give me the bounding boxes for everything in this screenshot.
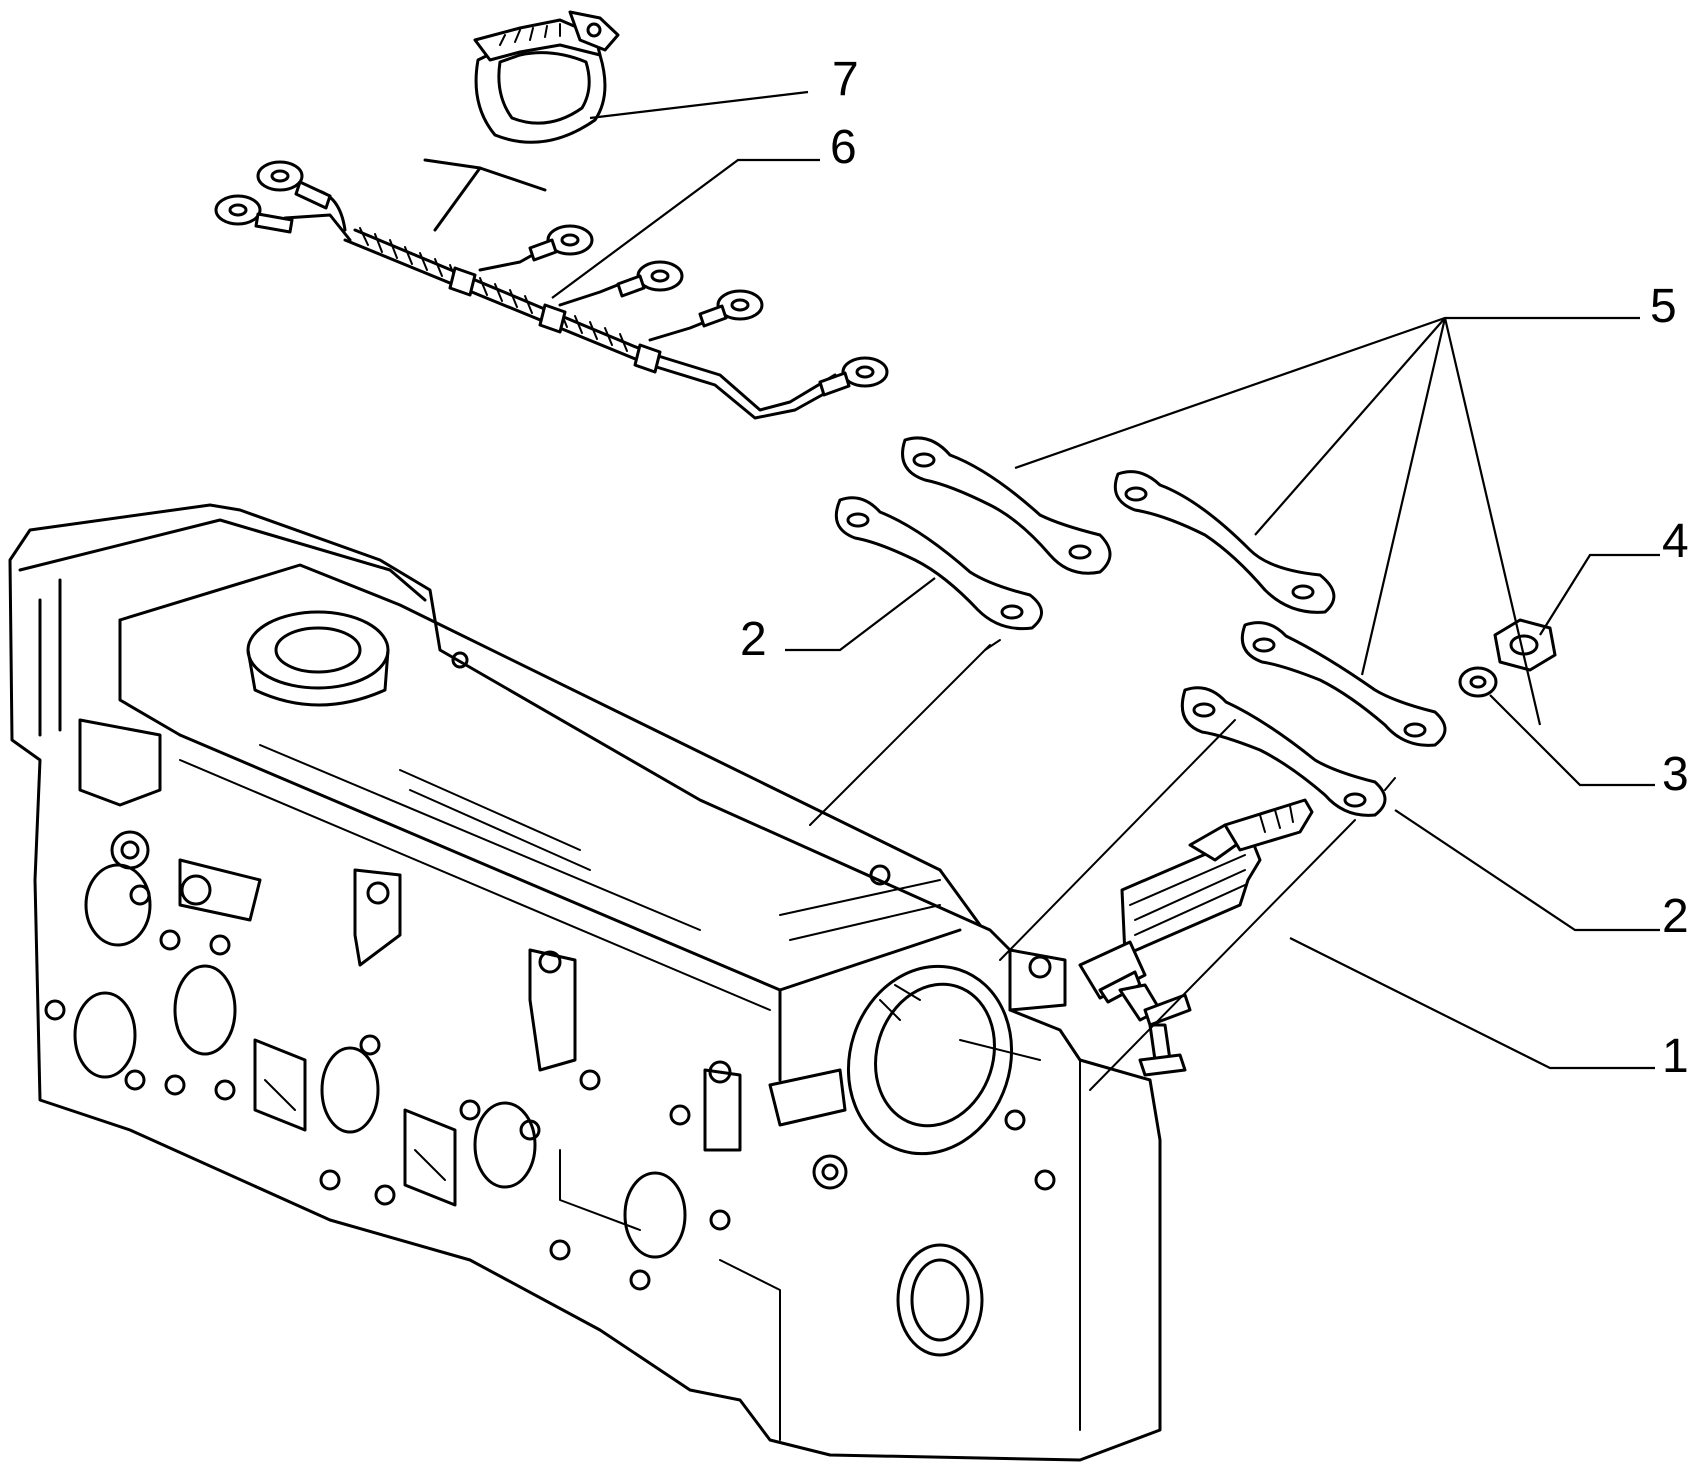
wiring-harness	[214, 158, 889, 420]
callout-4: 4	[1662, 515, 1689, 568]
bus-bar-lower	[1180, 686, 1387, 817]
bus-bars	[834, 436, 1447, 747]
callout-5: 5	[1650, 280, 1677, 333]
callout-numbers: 7 6 5 4 2 3 2 1	[740, 53, 1689, 1083]
callout-7: 7	[832, 53, 859, 106]
hose-clamp	[473, 10, 620, 144]
assembly-lines	[809, 639, 1396, 1091]
callout-3: 3	[1662, 748, 1689, 801]
washer	[1458, 666, 1498, 698]
callout-2-left: 2	[740, 613, 767, 666]
leader-lines	[551, 90, 1660, 1070]
cylinder-head	[8, 503, 1162, 1462]
callout-2-right: 2	[1662, 890, 1689, 943]
glow-plug	[1078, 798, 1314, 1077]
callout-6: 6	[830, 121, 857, 174]
callout-1: 1	[1662, 1030, 1689, 1083]
